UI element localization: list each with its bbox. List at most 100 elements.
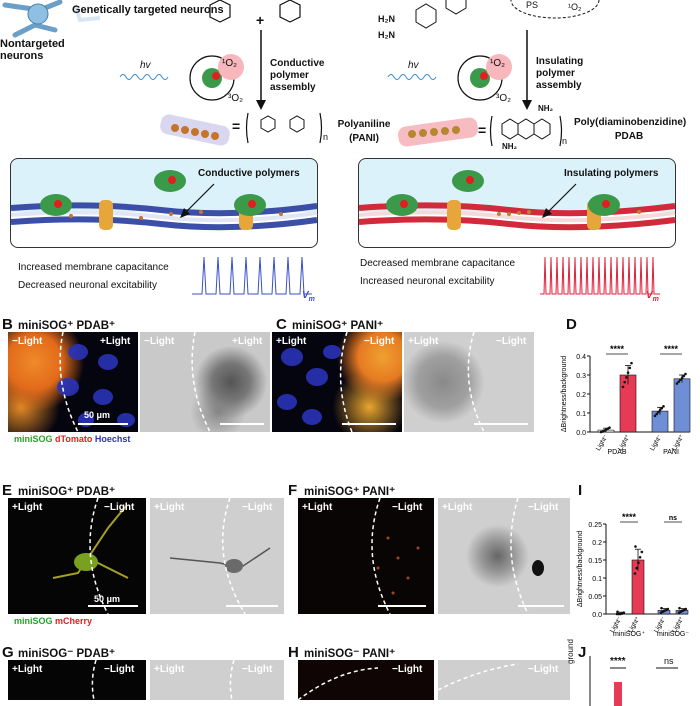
down-arrow-icon-right [522, 30, 532, 110]
panel-b-label-2: +Light [100, 336, 131, 347]
minisog-protein-icon-r2 [452, 170, 484, 192]
singlet-o2: ¹O₂ [222, 58, 237, 69]
panel-f-fluorescence: +Light −Light [298, 498, 434, 614]
data-point [630, 361, 633, 365]
panel-b-scale: 50 μm [84, 410, 111, 420]
pani-chain-icon [160, 114, 230, 146]
dab-monomer-icon [415, 0, 467, 29]
panel-h-label-2: −Light [528, 664, 559, 675]
panel-j-axes [589, 656, 678, 706]
panel-g-label-1: +Light [12, 664, 43, 675]
data-point [621, 385, 625, 389]
singlet-oxygen-glow-right [486, 54, 512, 80]
chain-n-right: n [562, 136, 568, 146]
panel-b-label-4: +Light [232, 336, 263, 347]
ps-label: PS [526, 0, 539, 10]
puncta-f [371, 498, 426, 614]
panel-letter-b: B [2, 316, 13, 333]
y-tick-label: 0.0 [592, 612, 602, 619]
data-point [660, 406, 664, 410]
group-label: PDAB [607, 449, 626, 456]
panel-g-label-4: −Light [242, 664, 273, 675]
panel-g-brightfield: +Light −Light [150, 660, 284, 700]
chart-d: 0.00.10.20.30.4ΔBrightness/backgroundLig… [561, 344, 691, 456]
panel-letter-g: G [2, 644, 14, 661]
data-point [658, 408, 662, 412]
dashed-border-h [298, 667, 379, 700]
panel-e-scale: 50 μm [94, 594, 121, 604]
triplet-o2: ³O₂ [228, 93, 243, 104]
data-point [653, 414, 657, 418]
effect-capacitance-up: Increased membrane capacitance [18, 262, 169, 273]
panel-c-fluorescence: +Light −Light [272, 332, 402, 432]
panel-b-fluorescence: −Light +Light 50 μm [8, 332, 138, 432]
nh2-bottom: H₂N [378, 30, 395, 40]
panel-c-label-4: −Light [496, 336, 527, 347]
neuron-cluster-icon [2, 0, 101, 38]
nh2-label-top: NH₂ [538, 104, 554, 113]
plus-sign: + [256, 12, 265, 28]
minisog-protein-icon-r3 [588, 194, 620, 216]
panel-f-title: miniSOG⁺ PANI⁺ [304, 486, 396, 498]
data-point [623, 380, 626, 384]
nontarget-label: Nontargeted neurons [0, 38, 65, 62]
pdab-name: Poly(diaminobenzidine) PDAB [574, 117, 687, 142]
pdab-chain-icon [398, 117, 478, 147]
minisog-protein-icon-r1 [386, 194, 418, 216]
panel-e-label-1: +Light [12, 502, 43, 513]
dashed-border-e [169, 498, 278, 614]
data-point [628, 366, 632, 370]
panel-f-label-1: +Light [302, 502, 333, 513]
y-tick-label: 0.2 [592, 540, 602, 547]
y-tick-label: 0.4 [576, 354, 586, 361]
insulating-box-title: Insulating polymers [564, 168, 659, 179]
panel-e-legend: miniSOG mCherry [14, 616, 93, 626]
group-label: miniSOG⁺ [613, 631, 645, 638]
data-point [635, 566, 638, 570]
minisog-protein-icon-2 [154, 170, 186, 192]
data-point [625, 376, 628, 379]
nh2-label-bottom: NH₂ [502, 142, 518, 151]
bar [673, 378, 691, 433]
y-tick-label: 0.0 [576, 430, 586, 437]
panel-c-label-1: +Light [276, 336, 307, 347]
y-tick-label: 0.2 [576, 392, 586, 399]
minisog-protein-icon [40, 194, 72, 216]
aniline-monomer-icon [209, 0, 301, 23]
dashed-border-c [467, 332, 528, 432]
effect-excitability-down: Decreased neuronal excitability [18, 280, 157, 291]
panel-e-brightfield: +Light −Light [150, 498, 284, 614]
panel-h-title: miniSOG⁻ PANI⁺ [304, 648, 396, 660]
sig-label: ns [669, 515, 677, 522]
panel-h-fluorescence: −Light [298, 660, 434, 700]
nuclei-blue [57, 332, 135, 432]
effect-capacitance-down: Decreased membrane capacitance [360, 258, 516, 269]
voltage-trace-red [540, 256, 660, 295]
neuron-e [52, 498, 138, 614]
panel-e-label-3: +Light [154, 502, 185, 513]
panel-h-label-1: −Light [392, 664, 423, 675]
ps-singlet: ¹O₂ [568, 2, 582, 12]
data-point [675, 382, 679, 385]
group-label: miniSOG⁻ [657, 631, 689, 638]
singlet-oxygen-glow [218, 54, 244, 80]
dashed-border-b [191, 332, 264, 432]
pdab-structure-icon [489, 115, 563, 147]
data-point [633, 572, 637, 575]
panel-f-label-3: +Light [442, 502, 473, 513]
panel-f-label-2: −Light [392, 502, 423, 513]
down-arrow-icon [256, 30, 266, 110]
panel-e-fluorescence: +Light −Light 50 μm [8, 498, 146, 614]
minisog-protein-icon-3 [234, 194, 266, 216]
data-point [678, 606, 681, 610]
group-label: PANI [663, 449, 679, 456]
panel-letter-h: H [288, 644, 299, 661]
y-axis-label: ΔBrightness/background [577, 531, 584, 607]
pani-name: Polyaniline (PANI) [337, 119, 391, 144]
hv-label-right: hv [408, 60, 419, 71]
data-point [608, 426, 611, 430]
sig-label: **** [622, 512, 637, 522]
data-point [666, 607, 670, 611]
insulating-step-label: Insulating polymer assembly [536, 56, 584, 91]
dashed-border-g [91, 660, 97, 700]
